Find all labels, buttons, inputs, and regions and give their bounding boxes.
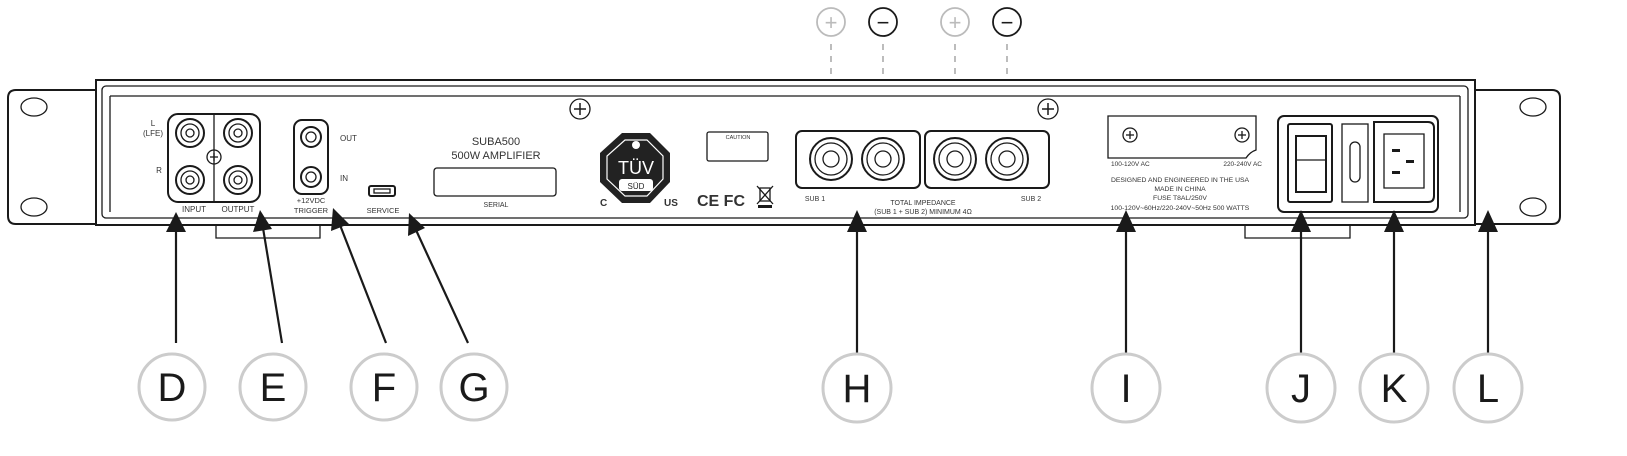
iec-power-inlet [1373, 121, 1435, 203]
voltage-screw-right [1234, 127, 1250, 143]
top-screw-right [1037, 98, 1059, 120]
terminal-polarity-signs: + − + − [816, 7, 1022, 78]
right-rack-ear [1475, 89, 1561, 225]
svg-text:G: G [458, 366, 489, 410]
left-rack-ear [7, 89, 96, 225]
callout-j: J [1265, 352, 1337, 424]
voltage-screw-left [1122, 127, 1138, 143]
svg-text:FUSE T8AL/250V: FUSE T8AL/250V [1153, 195, 1207, 202]
trigger-out-jack [300, 126, 322, 148]
center-screw [206, 149, 222, 165]
arrow-d [166, 212, 186, 343]
svg-text:SÜD: SÜD [628, 182, 645, 191]
svg-text:INPUT: INPUT [182, 205, 206, 214]
power-switch [1287, 123, 1333, 203]
svg-text:OUTPUT: OUTPUT [222, 205, 255, 214]
svg-text:+: + [825, 10, 838, 35]
callout-arrows [166, 208, 1498, 353]
fuse-holder [1341, 123, 1369, 203]
sub2-plus-sign: + [940, 7, 970, 78]
svg-text:D: D [158, 366, 187, 410]
svg-text:100-120V AC: 100-120V AC [1111, 161, 1150, 168]
sub2-positive-terminal [985, 137, 1029, 181]
sub1-plus-sign: + [816, 7, 846, 78]
arrow-h [847, 210, 867, 353]
svg-text:TOTAL IMPEDANCE: TOTAL IMPEDANCE [890, 200, 956, 207]
svg-text:DESIGNED AND ENGINEERED IN THE: DESIGNED AND ENGINEERED IN THE USA [1111, 177, 1250, 184]
callout-e: E [238, 352, 308, 422]
arrow-i [1116, 210, 1136, 353]
arrow-l [1478, 210, 1498, 353]
svg-text:H: H [843, 367, 872, 411]
callout-i: I [1090, 352, 1162, 424]
svg-text:I: I [1120, 367, 1131, 411]
svg-text:IN: IN [340, 174, 348, 183]
sub1-minus-sign: − [868, 7, 898, 78]
caution-and-compliance: CAUTION CE FC [697, 131, 774, 210]
input-r-jack [175, 165, 205, 195]
service-port: SERVICE [367, 185, 400, 215]
svg-text:E: E [260, 366, 287, 410]
svg-text:SERIAL: SERIAL [484, 202, 509, 209]
trigger-block: OUT IN +12VDC TRIGGER [293, 119, 357, 215]
svg-text:L: L [1477, 367, 1499, 411]
svg-text:L: L [151, 119, 156, 128]
callout-k: K [1358, 352, 1430, 424]
output-r-jack [223, 165, 253, 195]
sub2-minus-sign: − [992, 7, 1022, 78]
voltage-selector-block: 100-120V AC 220-240V AC DESIGNED AND ENG… [1107, 115, 1262, 212]
arrow-g [408, 213, 469, 344]
svg-text:CE FC: CE FC [697, 193, 745, 210]
svg-text:SUB 1: SUB 1 [805, 196, 825, 203]
speaker-outputs: SUB 1 SUB 2 TOTAL IMPEDANCE (SUB 1 + SUB… [795, 130, 1050, 216]
callout-labels: D E F G H I J K [137, 352, 1524, 424]
top-screw-left [569, 98, 591, 120]
svg-text:US: US [664, 198, 678, 209]
weee-bin-icon [756, 185, 774, 208]
svg-text:CAUTION: CAUTION [726, 135, 751, 141]
input-l-jack [175, 118, 205, 148]
svg-text:OUT: OUT [340, 134, 357, 143]
svg-text:SUBA500: SUBA500 [472, 136, 520, 148]
tuv-certification-logo: TÜV SÜD C US [600, 133, 678, 209]
svg-text:TRIGGER: TRIGGER [294, 206, 329, 215]
arrow-e [253, 210, 284, 344]
svg-text:C: C [600, 198, 607, 209]
arrow-f [331, 208, 388, 344]
svg-text:R: R [156, 166, 162, 175]
rca-input-output-block: L (LFE) R INPUT OUTPUT [143, 113, 261, 214]
sub2-negative-terminal [933, 137, 977, 181]
callout-g: G [439, 352, 509, 422]
svg-text:−: − [1001, 10, 1014, 35]
arrow-j [1291, 210, 1311, 353]
trigger-in-jack [300, 166, 322, 188]
output-l-jack [223, 118, 253, 148]
svg-text:(LFE): (LFE) [143, 129, 163, 138]
svg-text:+12VDC: +12VDC [297, 196, 326, 205]
svg-text:TÜV: TÜV [618, 158, 654, 178]
sub1-negative-terminal [809, 137, 853, 181]
svg-text:SUB 2: SUB 2 [1021, 196, 1041, 203]
svg-text:500W AMPLIFIER: 500W AMPLIFIER [451, 150, 540, 162]
svg-text:100-120V~60Hz/220-240V~50Hz 50: 100-120V~60Hz/220-240V~50Hz 500 WATTS [1111, 205, 1250, 212]
callout-h: H [821, 352, 893, 424]
chassis [95, 79, 1476, 239]
svg-text:(SUB 1 + SUB 2) MINIMUM 4Ω: (SUB 1 + SUB 2) MINIMUM 4Ω [874, 209, 972, 216]
svg-text:−: − [877, 10, 890, 35]
svg-text:220-240V AC: 220-240V AC [1223, 161, 1262, 168]
model-serial-block: SUBA500 500W AMPLIFIER SERIAL [433, 136, 557, 209]
callout-d: D [137, 352, 207, 422]
svg-text:F: F [372, 366, 396, 410]
svg-text:+: + [949, 10, 962, 35]
power-block [1277, 115, 1439, 213]
sub1-positive-terminal [861, 137, 905, 181]
callout-l: L [1452, 352, 1524, 424]
svg-text:MADE IN CHINA: MADE IN CHINA [1154, 186, 1206, 193]
svg-text:SERVICE: SERVICE [367, 206, 400, 215]
arrow-k [1384, 210, 1404, 353]
callout-f: F [349, 352, 419, 422]
svg-text:K: K [1381, 367, 1408, 411]
svg-text:J: J [1291, 367, 1311, 411]
